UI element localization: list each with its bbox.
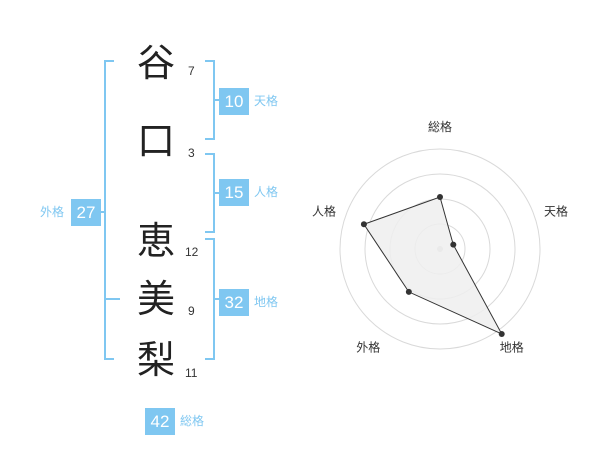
name-char-4: 美	[136, 277, 175, 321]
stroke-count-1: 7	[188, 64, 195, 78]
chikaku-value: 32	[219, 289, 249, 316]
jinkaku-tick	[215, 192, 221, 194]
stroke-count-4: 9	[188, 304, 195, 318]
name-char-3: 恵	[136, 219, 175, 263]
radar-point-1	[437, 194, 443, 200]
radar-point-3	[498, 330, 505, 337]
gaikaku-bracket	[104, 60, 114, 360]
soukaku-value: 42	[145, 408, 175, 435]
gaikaku-pointer	[98, 211, 104, 213]
radar-point-4	[405, 288, 412, 295]
radar-axis-label-5: 人格	[312, 203, 336, 218]
radar-axis-label-1: 総格	[428, 119, 452, 134]
radar-axis-label-3: 地格	[500, 340, 524, 355]
radar-axis-label-2: 天格	[544, 203, 568, 218]
name-char-5: 梨	[136, 338, 175, 382]
name-char-1: 谷	[136, 41, 175, 85]
radar-ring-4	[339, 148, 541, 350]
tenkaku-label: 天格	[254, 94, 279, 108]
radar-point-5	[360, 221, 367, 228]
radar-ring-3	[364, 173, 516, 325]
radar-axis-label-4: 外格	[356, 340, 380, 355]
name-char-2: 口	[136, 119, 175, 163]
tenkaku-value: 10	[219, 88, 249, 115]
jinkaku-label: 人格	[254, 185, 279, 199]
tenkaku-bracket	[205, 60, 215, 140]
jinkaku-bracket	[205, 153, 215, 233]
soukaku-label: 総格	[180, 414, 205, 428]
stroke-count-5: 11	[185, 366, 198, 380]
chikaku-bracket	[205, 238, 215, 360]
jinkaku-value: 15	[219, 179, 249, 206]
chikaku-tick	[215, 298, 221, 300]
tenkaku-tick	[215, 99, 221, 101]
chikaku-label: 地格	[254, 295, 279, 309]
gaikaku-tick	[104, 298, 120, 300]
radar-point-2	[450, 241, 457, 248]
gaikaku-value: 27	[71, 199, 101, 226]
radar-polygon	[363, 196, 503, 335]
gaikaku-label: 外格	[40, 205, 65, 219]
stroke-count-3: 12	[185, 245, 199, 259]
stroke-count-2: 3	[188, 146, 195, 160]
